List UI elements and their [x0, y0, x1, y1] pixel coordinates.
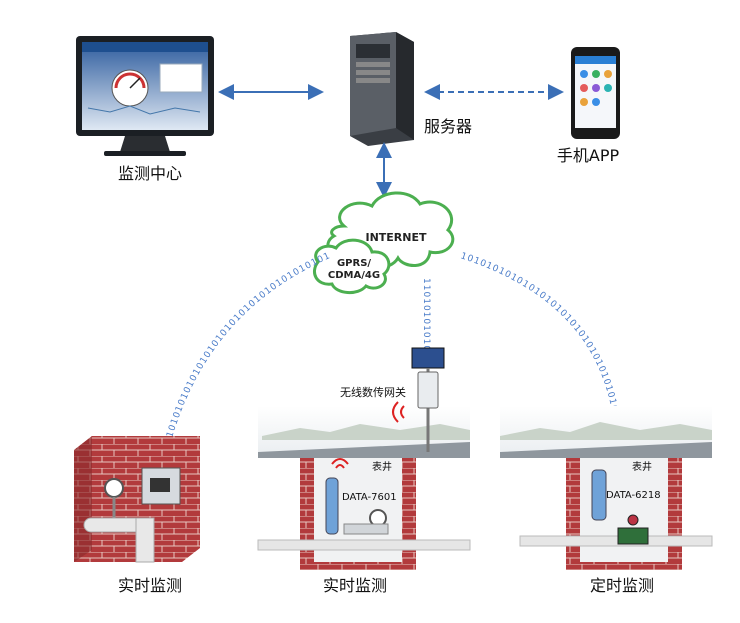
site-3-caption: 定时监测 — [590, 576, 654, 595]
site-2-pit-label: 表井 — [372, 460, 392, 473]
site-3-device: DATA-6218 — [606, 490, 661, 501]
site-1-caption: 实时监测 — [118, 576, 182, 595]
cloud-icon — [313, 191, 455, 294]
mobile-network-label-1: GPRS/ — [337, 258, 371, 269]
site-3-pit — [519, 458, 713, 570]
site-1-wall — [74, 436, 200, 563]
site-2-pit — [257, 458, 471, 570]
site-2-device: DATA-7601 — [342, 492, 397, 503]
mobile-network-label-2: CDMA/4G — [328, 270, 380, 281]
road-background — [258, 406, 712, 458]
server-label: 服务器 — [424, 117, 472, 136]
monitor-icon — [76, 36, 214, 156]
phone-icon — [571, 47, 620, 139]
gateway-icon — [392, 347, 445, 452]
internet-label: INTERNET — [365, 231, 427, 244]
site-2-caption: 实时监测 — [323, 576, 387, 595]
monitor-center-label: 监测中心 — [118, 164, 182, 183]
gateway-label: 无线数传网关 — [340, 385, 406, 399]
server-icon — [350, 32, 414, 146]
site-3-pit-label: 表井 — [632, 460, 652, 473]
phone-app-label: 手机APP — [557, 146, 620, 165]
